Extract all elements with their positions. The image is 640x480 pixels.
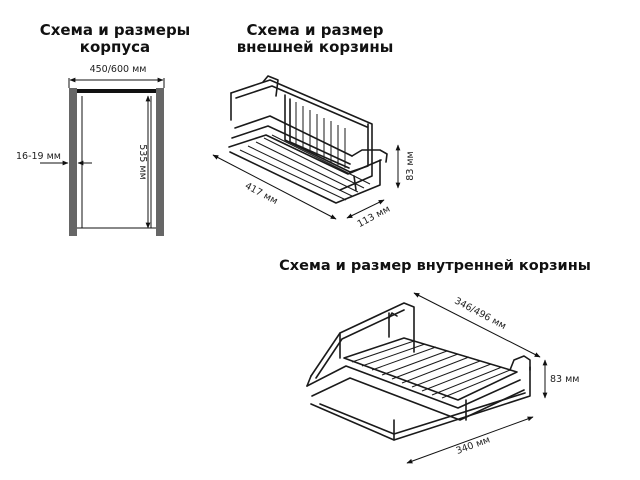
- cabinet-right-panel: [156, 88, 164, 236]
- cabinet-top-rail: [77, 89, 156, 93]
- inner-basket-width-label: 340 мм: [455, 434, 492, 456]
- inner-basket-title: Схема и размер внутренней корзины: [279, 258, 591, 274]
- inner-basket-diagram: 346/496 мм 340 мм 83 мм: [306, 292, 579, 464]
- cabinet-height-label: 535 мм: [137, 144, 148, 180]
- inner-basket-height-label: 83 мм: [550, 374, 579, 385]
- outer-basket-diagram: 417 мм 113 мм 83 мм: [212, 75, 416, 230]
- outer-basket-title: Схема и размер внешней корзины: [236, 21, 394, 56]
- cabinet-thickness-label: 16-19 мм: [16, 151, 61, 162]
- outer-basket-width-label: 113 мм: [356, 204, 393, 230]
- cabinet-title: Схема и размеры корпуса: [39, 21, 191, 56]
- cabinet-left-panel: [69, 88, 77, 236]
- outer-basket-length-label: 417 мм: [243, 181, 280, 207]
- outer-basket-height-label: 83 мм: [405, 151, 416, 180]
- cabinet-diagram: 450/600 мм 535 мм 16-19 мм: [16, 64, 165, 236]
- cabinet-width-label: 450/600 мм: [90, 64, 147, 75]
